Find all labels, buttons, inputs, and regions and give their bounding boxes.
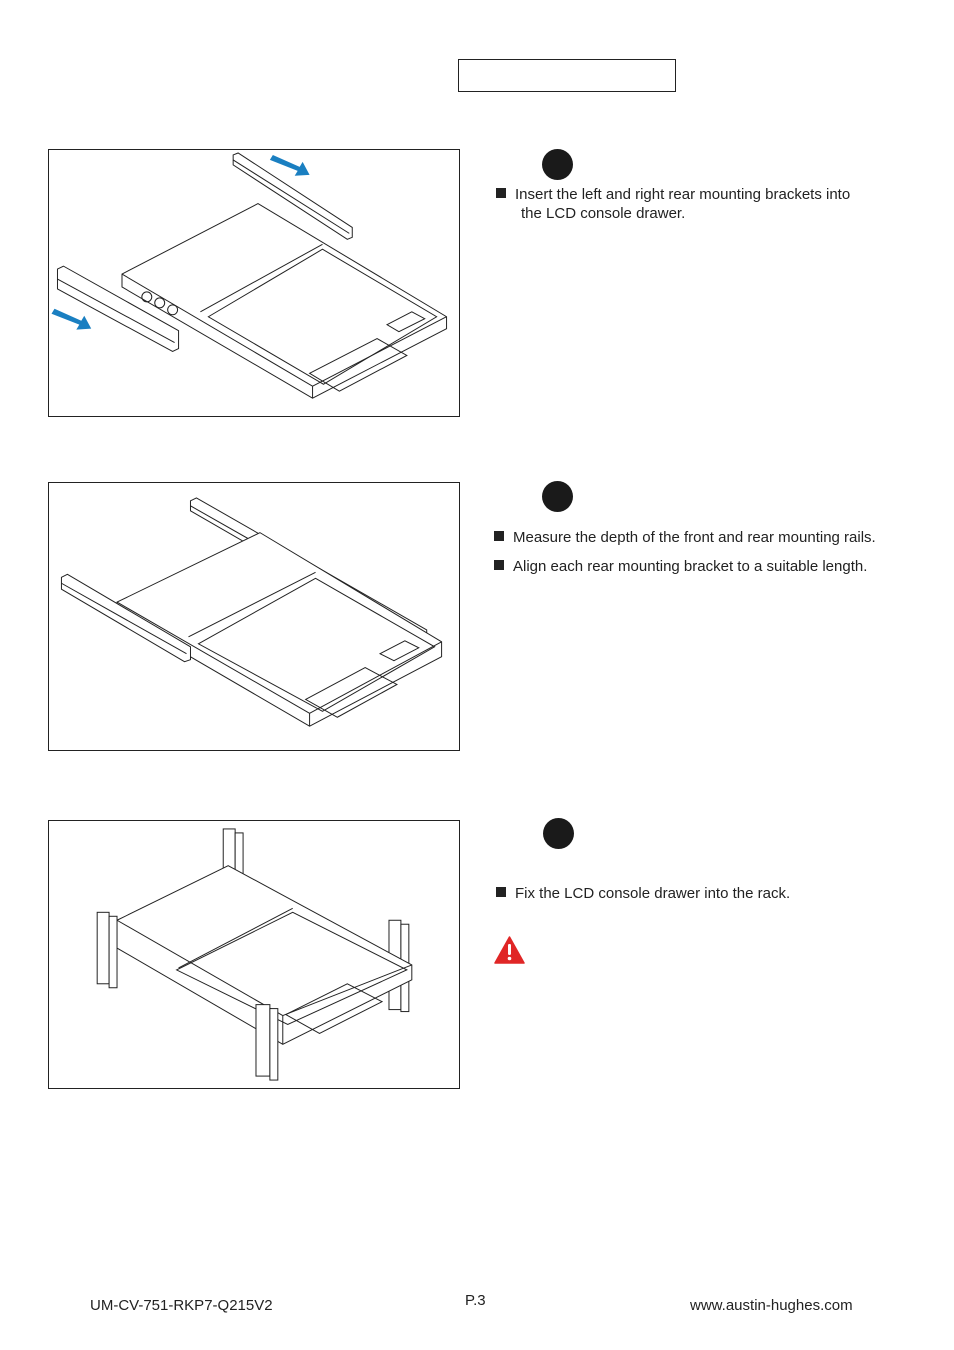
- step-3-bullet-1: Fix the LCD console drawer into the rack…: [496, 884, 916, 903]
- footer-doc-id: UM-CV-751-RKP7-Q215V2: [90, 1297, 273, 1314]
- step-marker-3: [543, 818, 574, 849]
- bullet-square-icon: [496, 887, 506, 897]
- step-marker-2: [542, 481, 573, 512]
- footer-website[interactable]: www.austin-hughes.com: [690, 1297, 853, 1314]
- warning-triangle-icon: [494, 936, 525, 964]
- bullet-square-icon: [496, 188, 506, 198]
- bullet-square-icon: [494, 560, 504, 570]
- bullet-square-icon: [494, 531, 504, 541]
- step-1-bullet-1: Insert the left and right rear mounting …: [496, 185, 916, 223]
- figure-insert-brackets: [48, 149, 460, 417]
- footer-page-number: P.3: [465, 1292, 486, 1309]
- rack-illustration-3: [96, 828, 413, 1081]
- drawer-illustration-1: [51, 152, 448, 399]
- drawer-illustration-2: [60, 497, 443, 727]
- step-2-bullet-1: Measure the depth of the front and rear …: [494, 528, 924, 547]
- step-marker-1: [542, 149, 573, 180]
- figure-fix-into-rack: [48, 820, 460, 1089]
- figure-align-brackets: [48, 482, 460, 751]
- step-2-bullet-2: Align each rear mounting bracket to a su…: [494, 557, 924, 576]
- section-title-box: [458, 59, 676, 92]
